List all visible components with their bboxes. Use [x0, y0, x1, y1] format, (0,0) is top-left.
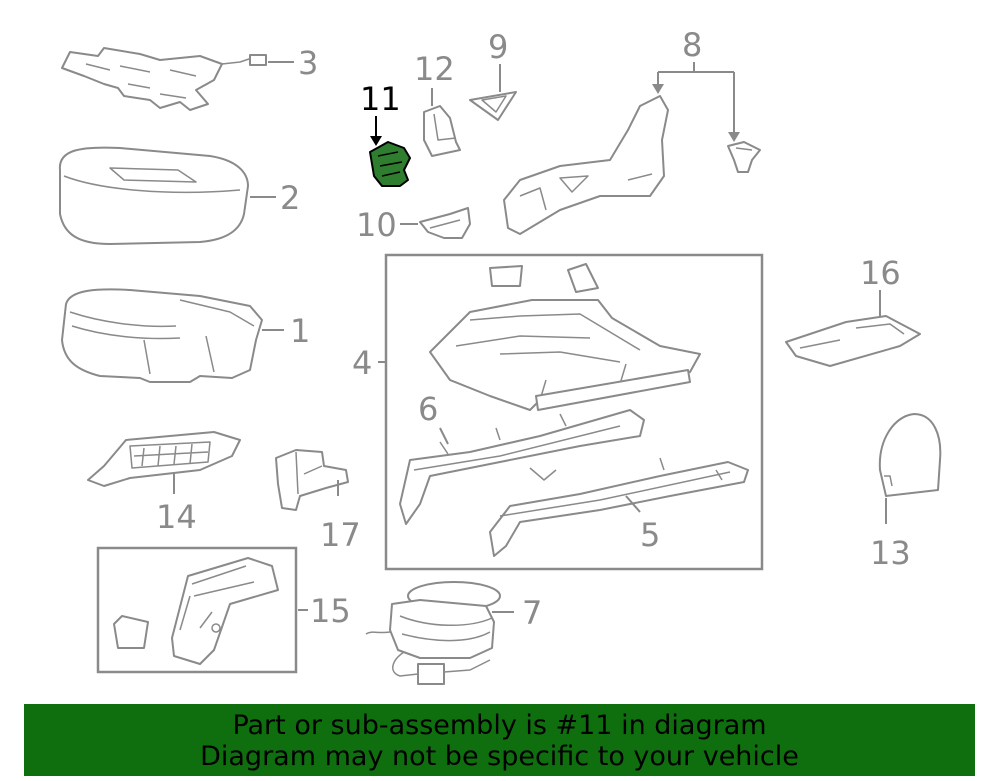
part-4-seat-frame: [429, 263, 701, 411]
part-8-side-shield: [503, 95, 669, 235]
callout-10: 10: [356, 206, 397, 244]
banner-line-1: Part or sub-assembly is #11 in diagram: [232, 710, 767, 741]
part-9-clip: [469, 91, 517, 121]
callout-4: 4: [352, 344, 372, 382]
leader-8-arrow-b: [728, 132, 740, 142]
part-1-cushion-cover: [61, 288, 263, 383]
callout-1: 1: [290, 312, 310, 350]
part-11-highlighted: [369, 141, 411, 187]
part-15-group-box: [96, 546, 298, 674]
part-15-side-cover: [113, 557, 279, 665]
part-6-track: [399, 409, 645, 525]
callout-17: 17: [320, 516, 361, 554]
leader-5: [625, 495, 641, 513]
banner-line-2: Diagram may not be specific to your vehi…: [200, 741, 799, 772]
leader-11-arrow: [370, 136, 382, 146]
callout-15: 15: [310, 592, 351, 630]
callout-6: 6: [418, 390, 438, 428]
callout-3: 3: [298, 44, 318, 82]
callout-9: 9: [488, 28, 508, 66]
part-7-motor-assembly: [365, 581, 501, 685]
leader-8-arrow-a: [652, 84, 664, 94]
part-4-group-box: [384, 253, 764, 571]
callout-2: 2: [280, 179, 300, 217]
callout-11: 11: [360, 80, 401, 118]
callout-12: 12: [414, 50, 455, 88]
leader-6: [439, 427, 449, 445]
leader-8: [657, 62, 735, 140]
part-8-clip: [727, 141, 761, 173]
callout-13: 13: [870, 534, 911, 572]
callout-7: 7: [522, 594, 542, 632]
part-5-track: [489, 457, 749, 557]
callout-8: 8: [682, 26, 702, 64]
part-10-cover: [419, 207, 471, 239]
callout-16: 16: [860, 254, 901, 292]
part-14-trim-panel: [87, 431, 241, 487]
part-16-cover: [785, 315, 921, 367]
part-12-bracket: [423, 105, 461, 157]
part-3-heater-mat: [61, 47, 267, 111]
callout-5: 5: [640, 516, 660, 554]
part-13-cover: [878, 413, 942, 497]
part-2-cushion-pad: [58, 146, 249, 245]
callout-14: 14: [156, 498, 197, 536]
info-banner: Part or sub-assembly is #11 in diagram D…: [24, 704, 975, 776]
